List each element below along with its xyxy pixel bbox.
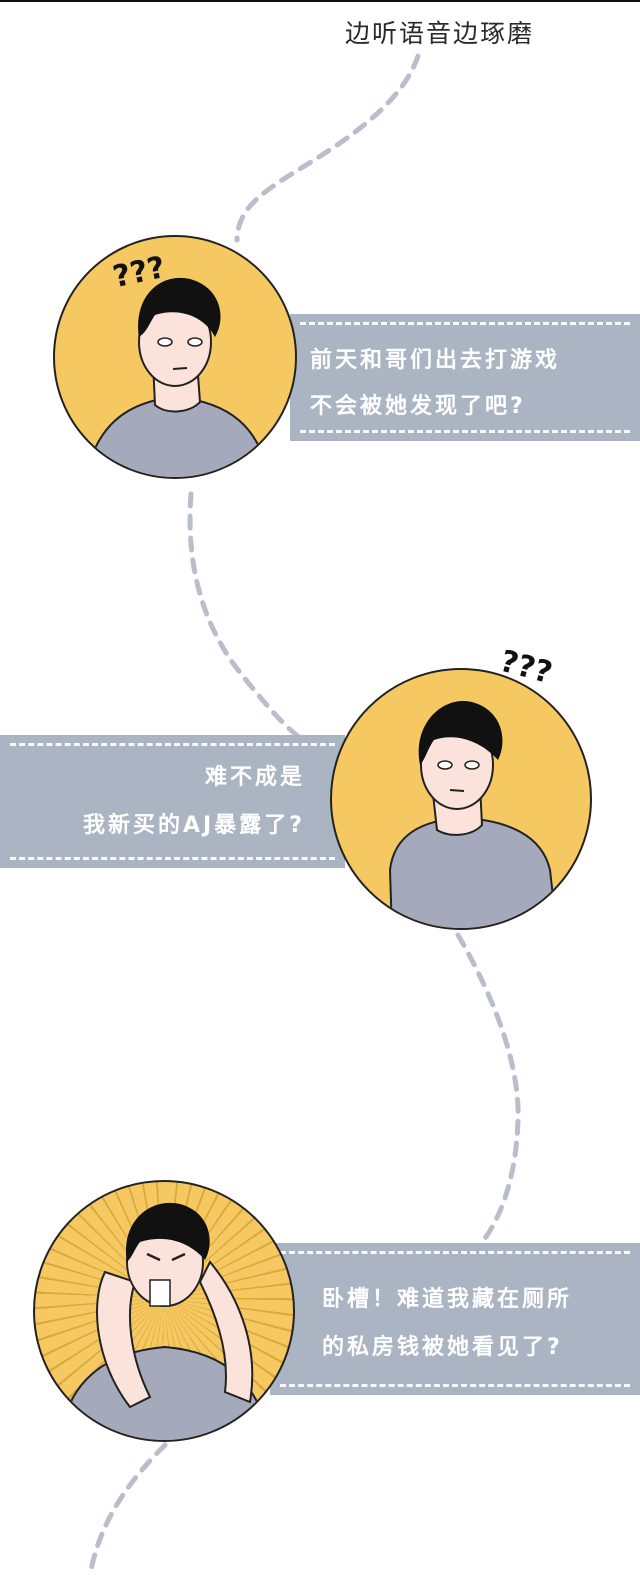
speech-banner-1: 前天和哥们出去打游戏 不会被她发现了吧? xyxy=(290,314,640,441)
banner-1-line-1: 前天和哥们出去打游戏 xyxy=(310,348,561,373)
banner-2-line-1: 难不成是 xyxy=(204,765,305,790)
avatar-confused-1: ??? xyxy=(53,235,297,479)
banner-1-line-2: 不会被她发现了吧? xyxy=(310,394,526,419)
confused-man-illustration xyxy=(388,700,558,928)
top-divider xyxy=(0,0,640,2)
avatar-confused-2 xyxy=(330,668,592,930)
banner-3-line-2: 的私房钱被她看见了? xyxy=(322,1335,563,1360)
banner-2-line-2: 我新买的AJ暴露了? xyxy=(83,813,305,838)
shocked-man-illustration xyxy=(59,1202,271,1440)
avatar-shocked xyxy=(33,1180,295,1442)
confused-man-illustration xyxy=(84,277,271,477)
speech-banner-3: 卧槽！难道我藏在厕所 的私房钱被她看见了? xyxy=(270,1243,640,1395)
speech-banner-2: 难不成是 我新买的AJ暴露了? xyxy=(0,735,345,868)
banner-3-line-1: 卧槽！难道我藏在厕所 xyxy=(322,1287,573,1312)
page-title: 边听语音边琢磨 xyxy=(345,19,535,48)
